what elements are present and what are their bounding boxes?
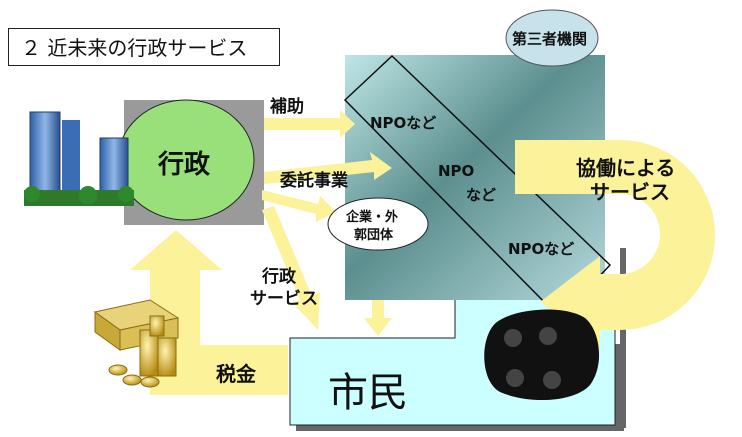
subsidy-label: 補助 bbox=[270, 97, 304, 117]
collaboration-label-2: サービス bbox=[590, 180, 670, 204]
page-title: ２ 近未来の行政サービス bbox=[8, 28, 280, 66]
collaboration-label-1: 協働による bbox=[576, 156, 676, 180]
tax-label: 税金 bbox=[216, 362, 256, 386]
commission-label: 委託事業 bbox=[280, 171, 348, 191]
company-oval bbox=[327, 197, 429, 251]
collaboration-arrow bbox=[515, 140, 715, 348]
third-party-label: 第三者機関 bbox=[512, 30, 588, 48]
npo-label-top: NPOなど bbox=[370, 114, 437, 132]
third-party-oval bbox=[505, 9, 599, 67]
npo-label-middle-1: NPO bbox=[438, 162, 475, 180]
citizens-label: 市民 bbox=[328, 370, 408, 416]
admin-service-arrow bbox=[262, 206, 320, 330]
admin-service-label-1: 行政 bbox=[262, 267, 296, 287]
company-label-2: 郭団体 bbox=[354, 228, 394, 243]
subsidy-arrow bbox=[264, 110, 355, 138]
money-icon bbox=[93, 299, 180, 388]
citizen-box-shadow-right bbox=[620, 248, 626, 428]
npo-band bbox=[343, 54, 612, 320]
commission-arrow bbox=[264, 152, 392, 184]
government-label: 行政 bbox=[158, 150, 211, 180]
npo-label-bottom: NPOなど bbox=[508, 240, 575, 258]
building-icon bbox=[24, 111, 134, 206]
company-label-1: 企業・外 bbox=[346, 210, 399, 225]
citizens-crowd-icon bbox=[484, 309, 600, 401]
npo-label-middle-2: など bbox=[466, 186, 497, 204]
company-arrow bbox=[262, 190, 336, 222]
admin-service-label-2: サービス bbox=[250, 289, 318, 309]
down-arrow bbox=[364, 300, 392, 336]
